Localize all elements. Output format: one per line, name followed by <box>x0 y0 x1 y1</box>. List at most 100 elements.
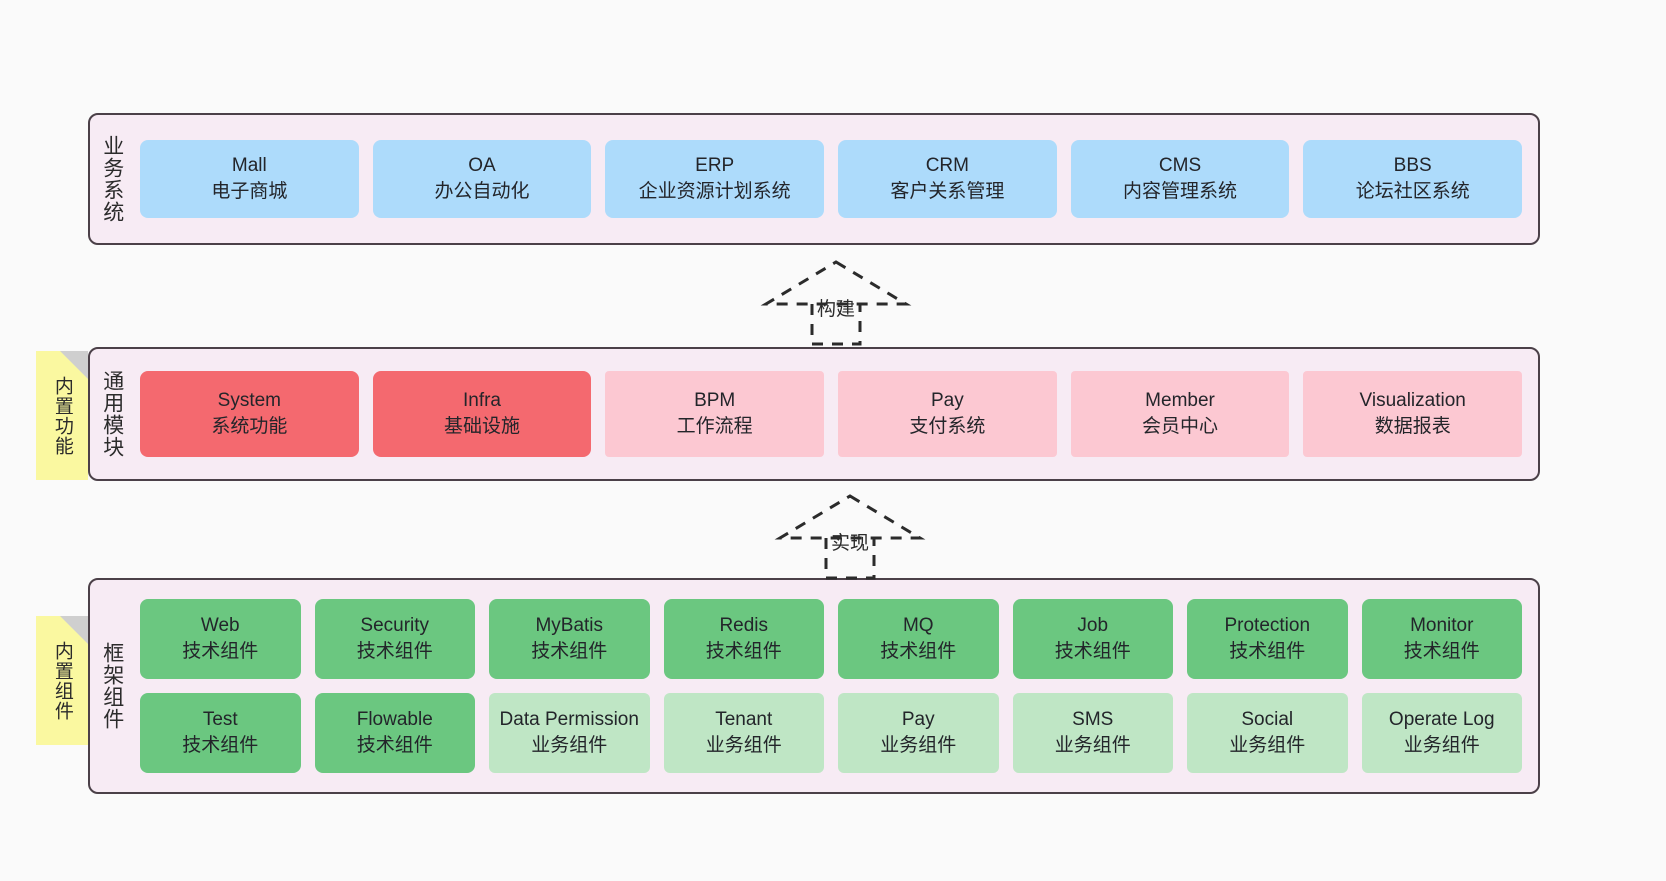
connector-implement: 实现 <box>770 492 930 582</box>
component-box[interactable]: Tenant 业务组件 <box>663 693 824 773</box>
component-box[interactable]: Infra 基础设施 <box>372 371 592 457</box>
component-box[interactable]: Member 会员中心 <box>1070 371 1290 457</box>
component-name: Redis <box>719 614 769 636</box>
connector-build: 构建 <box>756 258 916 348</box>
connector-label: 实现 <box>830 533 870 554</box>
component-subtitle: 客户关系管理 <box>890 181 1005 202</box>
component-name: Visualization <box>1359 389 1466 411</box>
layer-title: 通用模块 <box>100 370 124 458</box>
component-box[interactable]: Monitor 技术组件 <box>1361 599 1522 679</box>
component-name: Mall <box>231 154 267 176</box>
component-subtitle: 论坛社区系统 <box>1355 181 1470 202</box>
component-name: CMS <box>1158 154 1202 176</box>
component-subtitle: 业务组件 <box>1054 735 1131 756</box>
component-subtitle: 业务组件 <box>531 735 608 756</box>
component-name: Monitor <box>1410 614 1474 636</box>
component-name: System <box>217 389 282 411</box>
generalization-arrow-icon <box>760 260 912 346</box>
component-name: Job <box>1077 614 1109 636</box>
component-subtitle: 技术组件 <box>182 735 259 756</box>
component-box[interactable]: CMS 内容管理系统 <box>1070 140 1290 218</box>
component-name: Security <box>360 614 430 636</box>
layer-body: Mall 电子商城 OA 办公自动化 ERP 企业资源计划系统 CRM 客户关系管理 CMS 内容… <box>134 115 1538 243</box>
component-subtitle: 技术组件 <box>705 641 782 662</box>
component-name: MyBatis <box>535 614 604 636</box>
layer-title: 框架组件 <box>100 642 124 730</box>
component-subtitle: 业务组件 <box>705 735 782 756</box>
component-name: BBS <box>1393 154 1432 176</box>
page-fold-icon <box>60 616 88 644</box>
component-box[interactable]: SMS 业务组件 <box>1012 693 1173 773</box>
component-subtitle: 企业资源计划系统 <box>638 181 791 202</box>
component-name: Pay <box>930 389 964 411</box>
component-box[interactable]: Job 技术组件 <box>1012 599 1173 679</box>
component-subtitle: 支付系统 <box>909 416 986 437</box>
component-subtitle: 基础设施 <box>444 416 521 437</box>
component-box[interactable]: Security 技术组件 <box>314 599 475 679</box>
component-subtitle: 电子商城 <box>211 181 288 202</box>
component-subtitle: 办公自动化 <box>434 181 530 202</box>
component-name: Infra <box>462 389 502 411</box>
component-name: BPM <box>694 389 736 411</box>
component-name: ERP <box>695 154 735 176</box>
component-box[interactable]: Redis 技术组件 <box>663 599 824 679</box>
component-subtitle: 内容管理系统 <box>1123 181 1238 202</box>
component-name: Member <box>1145 389 1215 411</box>
component-name: CRM <box>925 154 969 176</box>
component-box[interactable]: Pay 支付系统 <box>838 371 1057 457</box>
component-subtitle: 技术组件 <box>1054 641 1131 662</box>
component-subtitle: 技术组件 <box>531 641 608 662</box>
component-box[interactable]: BBS 论坛社区系统 <box>1303 140 1523 218</box>
component-box[interactable]: MQ 技术组件 <box>838 599 999 679</box>
component-box[interactable]: Flowable 技术组件 <box>314 693 475 773</box>
component-name: Tenant <box>715 708 773 730</box>
component-name: Social <box>1241 708 1294 730</box>
component-subtitle: 技术组件 <box>356 735 433 756</box>
component-subtitle: 业务组件 <box>880 735 957 756</box>
component-name: Flowable <box>356 708 433 730</box>
page-fold-icon <box>60 351 88 379</box>
component-name: OA <box>468 154 496 176</box>
component-box[interactable]: System 系统功能 <box>140 371 359 457</box>
component-subtitle: 会员中心 <box>1142 416 1219 437</box>
component-box[interactable]: ERP 企业资源计划系统 <box>605 140 825 218</box>
component-row: Mall 电子商城 OA 办公自动化 ERP 企业资源计划系统 CRM 客户关系管理 CMS 内容… <box>140 140 1523 218</box>
component-box[interactable]: MyBatis 技术组件 <box>489 599 650 679</box>
component-subtitle: 技术组件 <box>356 641 433 662</box>
component-box[interactable]: CRM 客户关系管理 <box>838 140 1057 218</box>
sticky-note-framework-components: 内置组件 <box>36 616 88 745</box>
component-box[interactable]: Mall 电子商城 <box>140 140 359 218</box>
component-subtitle: 技术组件 <box>182 641 259 662</box>
component-box[interactable]: Test 技术组件 <box>140 693 301 773</box>
component-name: SMS <box>1072 708 1114 730</box>
layer-title: 业务系统 <box>100 135 124 223</box>
sticky-note-label: 内置功能 <box>51 375 73 456</box>
component-name: Test <box>202 708 238 730</box>
component-name: Operate Log <box>1388 708 1495 730</box>
generalization-arrow-icon <box>774 494 926 580</box>
component-name: MQ <box>902 614 934 636</box>
component-subtitle: 技术组件 <box>1403 641 1480 662</box>
component-subtitle: 技术组件 <box>880 641 957 662</box>
component-subtitle: 系统功能 <box>211 416 288 437</box>
sticky-note-common-modules: 内置功能 <box>36 351 88 480</box>
component-box[interactable]: OA 办公自动化 <box>372 140 592 218</box>
component-subtitle: 技术组件 <box>1229 641 1306 662</box>
connector-label: 构建 <box>816 299 856 320</box>
